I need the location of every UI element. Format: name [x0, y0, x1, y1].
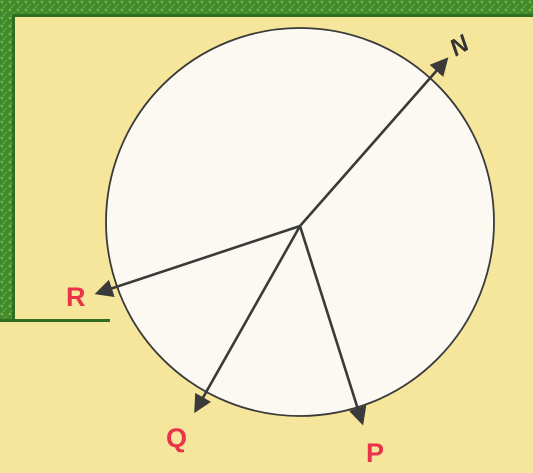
bottom-strip-edge — [0, 319, 110, 322]
top-green-strip — [0, 0, 533, 14]
top-strip-edge — [12, 14, 533, 17]
label-p: P — [366, 438, 384, 468]
green-panel-border — [0, 0, 533, 322]
arrow-q — [194, 225, 302, 414]
direction-arrows — [94, 57, 449, 426]
left-strip-edge — [12, 14, 15, 322]
north-arrow — [299, 57, 449, 227]
label-r: R — [66, 282, 86, 312]
label-q: Q — [166, 423, 187, 453]
arrow-r — [94, 224, 301, 298]
left-green-strip — [0, 0, 12, 322]
compass-circle — [105, 27, 495, 417]
north-label: N — [445, 30, 474, 62]
arrow-p — [298, 225, 367, 426]
